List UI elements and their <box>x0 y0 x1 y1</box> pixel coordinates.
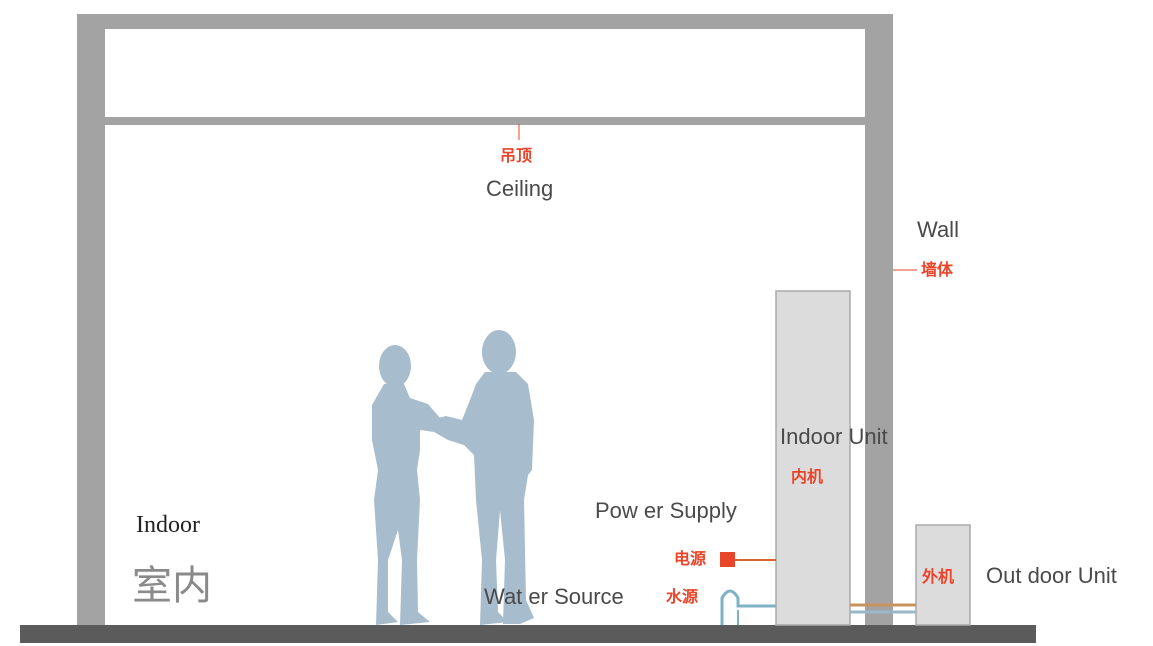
right-wall <box>865 14 893 628</box>
ceiling-label-en: Ceiling <box>486 176 554 201</box>
power-supply-label-cn: 电源 <box>674 549 707 568</box>
indoor-unit-label-en: Indoor Unit <box>780 424 888 449</box>
wall-label-en: Wall <box>917 217 959 242</box>
outdoor-unit-label-cn: 外机 <box>922 567 955 586</box>
wall-label-cn: 墙体 <box>921 260 954 279</box>
power-supply-label-en: Pow er Supply <box>595 498 737 523</box>
floor-slab <box>20 625 1036 643</box>
indoor-area-label-cn: 室内 <box>132 563 212 609</box>
ceiling-label-cn: 吊顶 <box>500 146 533 165</box>
water-pipe <box>720 589 776 625</box>
indoor-area-label-en: Indoor <box>136 512 200 538</box>
outdoor-unit-label-en: Out door Unit <box>986 563 1117 588</box>
people-silhouettes <box>372 330 534 625</box>
water-source-label-cn: 水源 <box>666 587 699 606</box>
indoor-unit-label-cn: 内机 <box>791 467 824 486</box>
indoor-unit <box>775 290 851 626</box>
power-supply-box <box>720 552 735 567</box>
left-wall <box>77 14 105 628</box>
ceiling-panel <box>105 117 865 125</box>
water-source-label-en: Wat er Source <box>484 584 624 609</box>
roof-slab <box>77 14 893 29</box>
woman-silhouette <box>372 345 444 625</box>
man-silhouette <box>430 330 534 625</box>
outdoor-unit <box>915 524 971 626</box>
